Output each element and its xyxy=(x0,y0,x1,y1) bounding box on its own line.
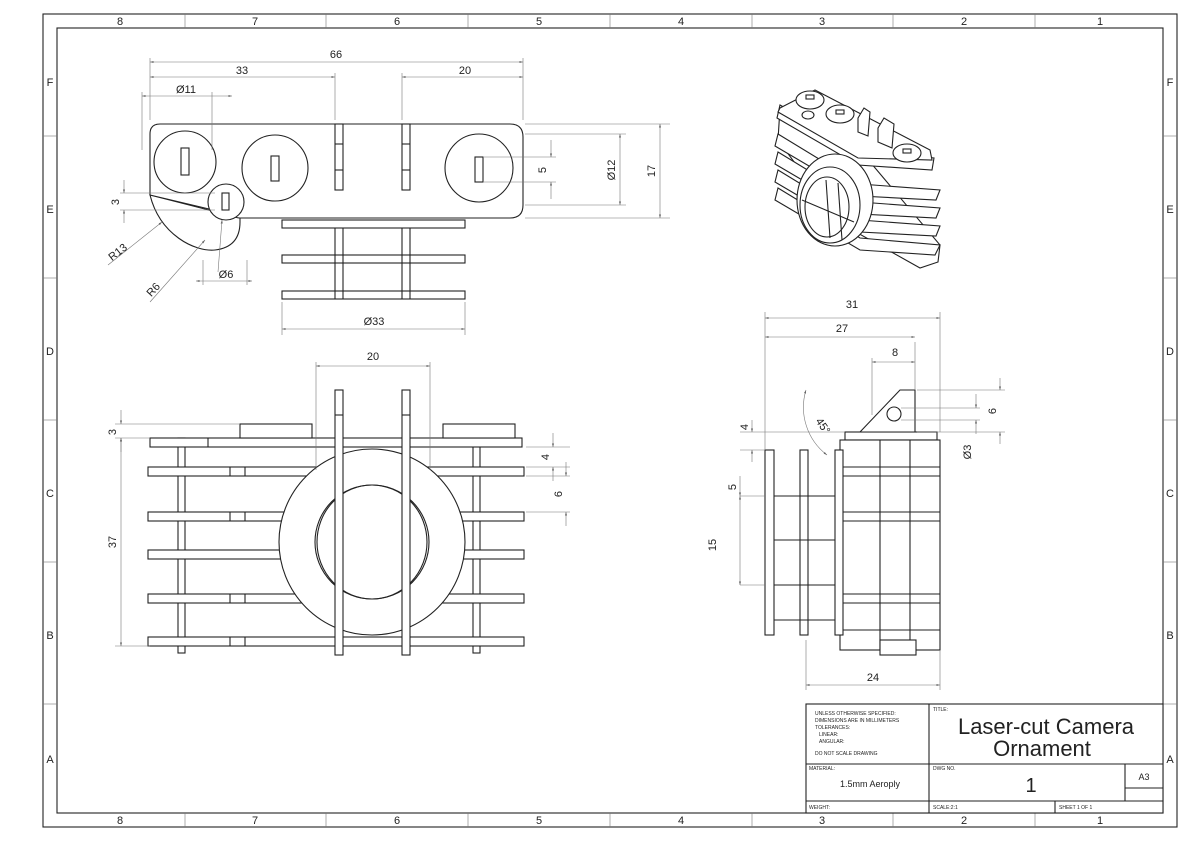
dim-15: 15 xyxy=(707,539,719,551)
zone-column-labels-bottom: 8 7 6 5 4 3 2 1 xyxy=(117,815,1103,827)
title-block: UNLESS OTHERWISE SPECIFIED: DIMENSIONS A… xyxy=(805,703,1164,814)
tb-title-label: TITLE: xyxy=(933,707,948,713)
zone-row-c: C xyxy=(46,488,54,500)
tb-title-line-1: Laser-cut Camera xyxy=(958,714,1135,739)
zone-col-4: 4 xyxy=(678,815,684,827)
zone-row-f: F xyxy=(1167,77,1174,89)
tb-material-label: MATERIAL: xyxy=(809,766,835,772)
tb-note-3: TOLERANCES: xyxy=(815,725,850,731)
zone-row-a: A xyxy=(46,754,54,766)
dim-3: 3 xyxy=(110,199,122,205)
dim-angle-45: 45° xyxy=(813,416,832,437)
dim-5: 5 xyxy=(727,484,739,490)
dim-24: 24 xyxy=(867,672,879,684)
dim-dia-11: Ø11 xyxy=(176,84,196,96)
dim-dia-3: Ø3 xyxy=(962,445,974,460)
zone-row-e: E xyxy=(46,204,53,216)
tb-dwg-no-label: DWG NO. xyxy=(933,766,956,772)
zone-row-b: B xyxy=(46,630,53,642)
tb-sheet: SHEET 1 OF 1 xyxy=(1059,805,1092,811)
tb-note-1: UNLESS OTHERWISE SPECIFIED: xyxy=(815,711,896,717)
front-view: 20 3 37 4 6 xyxy=(107,351,570,656)
tb-note-5: ANGULAR: xyxy=(819,739,845,745)
zone-col-6: 6 xyxy=(394,815,400,827)
tb-dwg-no-value: 1 xyxy=(1025,775,1036,797)
isometric-view xyxy=(774,89,941,269)
zone-row-labels-left: F E D C B A xyxy=(46,77,54,766)
dim-66: 66 xyxy=(330,49,342,61)
dim-4: 4 xyxy=(540,454,552,460)
tb-do-not-scale: DO NOT SCALE DRAWING xyxy=(815,751,878,757)
zone-col-1: 1 xyxy=(1097,815,1103,827)
tb-weight-label: WEIGHT: xyxy=(809,805,830,811)
zone-row-labels-right: F E D C B A xyxy=(1166,77,1174,766)
tb-material-value: 1.5mm Aeroply xyxy=(840,779,901,789)
dim-31: 31 xyxy=(846,299,858,311)
zone-col-1: 1 xyxy=(1097,16,1103,28)
dim-20: 20 xyxy=(459,65,471,77)
dim-6: 6 xyxy=(987,408,999,414)
zone-col-6: 6 xyxy=(394,16,400,28)
zone-col-7: 7 xyxy=(252,16,258,28)
zone-column-labels-top: 8 7 6 5 4 3 2 1 xyxy=(117,16,1103,28)
zone-row-d: D xyxy=(1166,346,1174,358)
zone-row-a: A xyxy=(1166,754,1174,766)
dim-37: 37 xyxy=(107,536,119,548)
dim-8: 8 xyxy=(892,347,898,359)
zone-col-5: 5 xyxy=(536,16,542,28)
zone-row-f: F xyxy=(47,77,54,89)
zone-ticks xyxy=(43,14,1177,827)
dim-dia-12: Ø12 xyxy=(606,160,618,181)
dim-27: 27 xyxy=(836,323,848,335)
zone-row-c: C xyxy=(1166,488,1174,500)
zone-row-b: B xyxy=(1166,630,1173,642)
zone-col-5: 5 xyxy=(536,815,542,827)
zone-col-7: 7 xyxy=(252,815,258,827)
dim-17: 17 xyxy=(646,165,658,177)
dim-5: 5 xyxy=(537,167,549,173)
tb-note-2: DIMENSIONS ARE IN MILLIMETERS xyxy=(815,718,900,724)
dim-dia-6: Ø6 xyxy=(219,269,234,281)
tb-size: A3 xyxy=(1138,772,1149,782)
dim-20: 20 xyxy=(367,351,379,363)
dim-4: 4 xyxy=(739,424,751,430)
side-view: 31 27 8 45° 6 Ø3 4 5 15 24 xyxy=(707,299,1005,690)
zone-col-2: 2 xyxy=(961,815,967,827)
zone-col-8: 8 xyxy=(117,815,123,827)
dim-dia-33: Ø33 xyxy=(364,316,385,328)
tb-scale: SCALE:2:1 xyxy=(933,805,958,811)
dim-r13: R13 xyxy=(107,242,130,264)
dim-6: 6 xyxy=(553,491,565,497)
zone-col-4: 4 xyxy=(678,16,684,28)
top-view: 66 33 20 Ø11 Ø12 17 5 3 R13 R6 Ø6 Ø33 xyxy=(107,49,670,335)
zone-col-2: 2 xyxy=(961,16,967,28)
dim-33: 33 xyxy=(236,65,248,77)
zone-col-3: 3 xyxy=(819,16,825,28)
tb-title-line-2: Ornament xyxy=(993,736,1091,761)
tb-note-4: LINEAR: xyxy=(819,732,838,738)
zone-col-8: 8 xyxy=(117,16,123,28)
dim-r6: R6 xyxy=(145,281,163,299)
dim-3: 3 xyxy=(107,429,119,435)
zone-row-d: D xyxy=(46,346,54,358)
zone-col-3: 3 xyxy=(819,815,825,827)
zone-row-e: E xyxy=(1166,204,1173,216)
